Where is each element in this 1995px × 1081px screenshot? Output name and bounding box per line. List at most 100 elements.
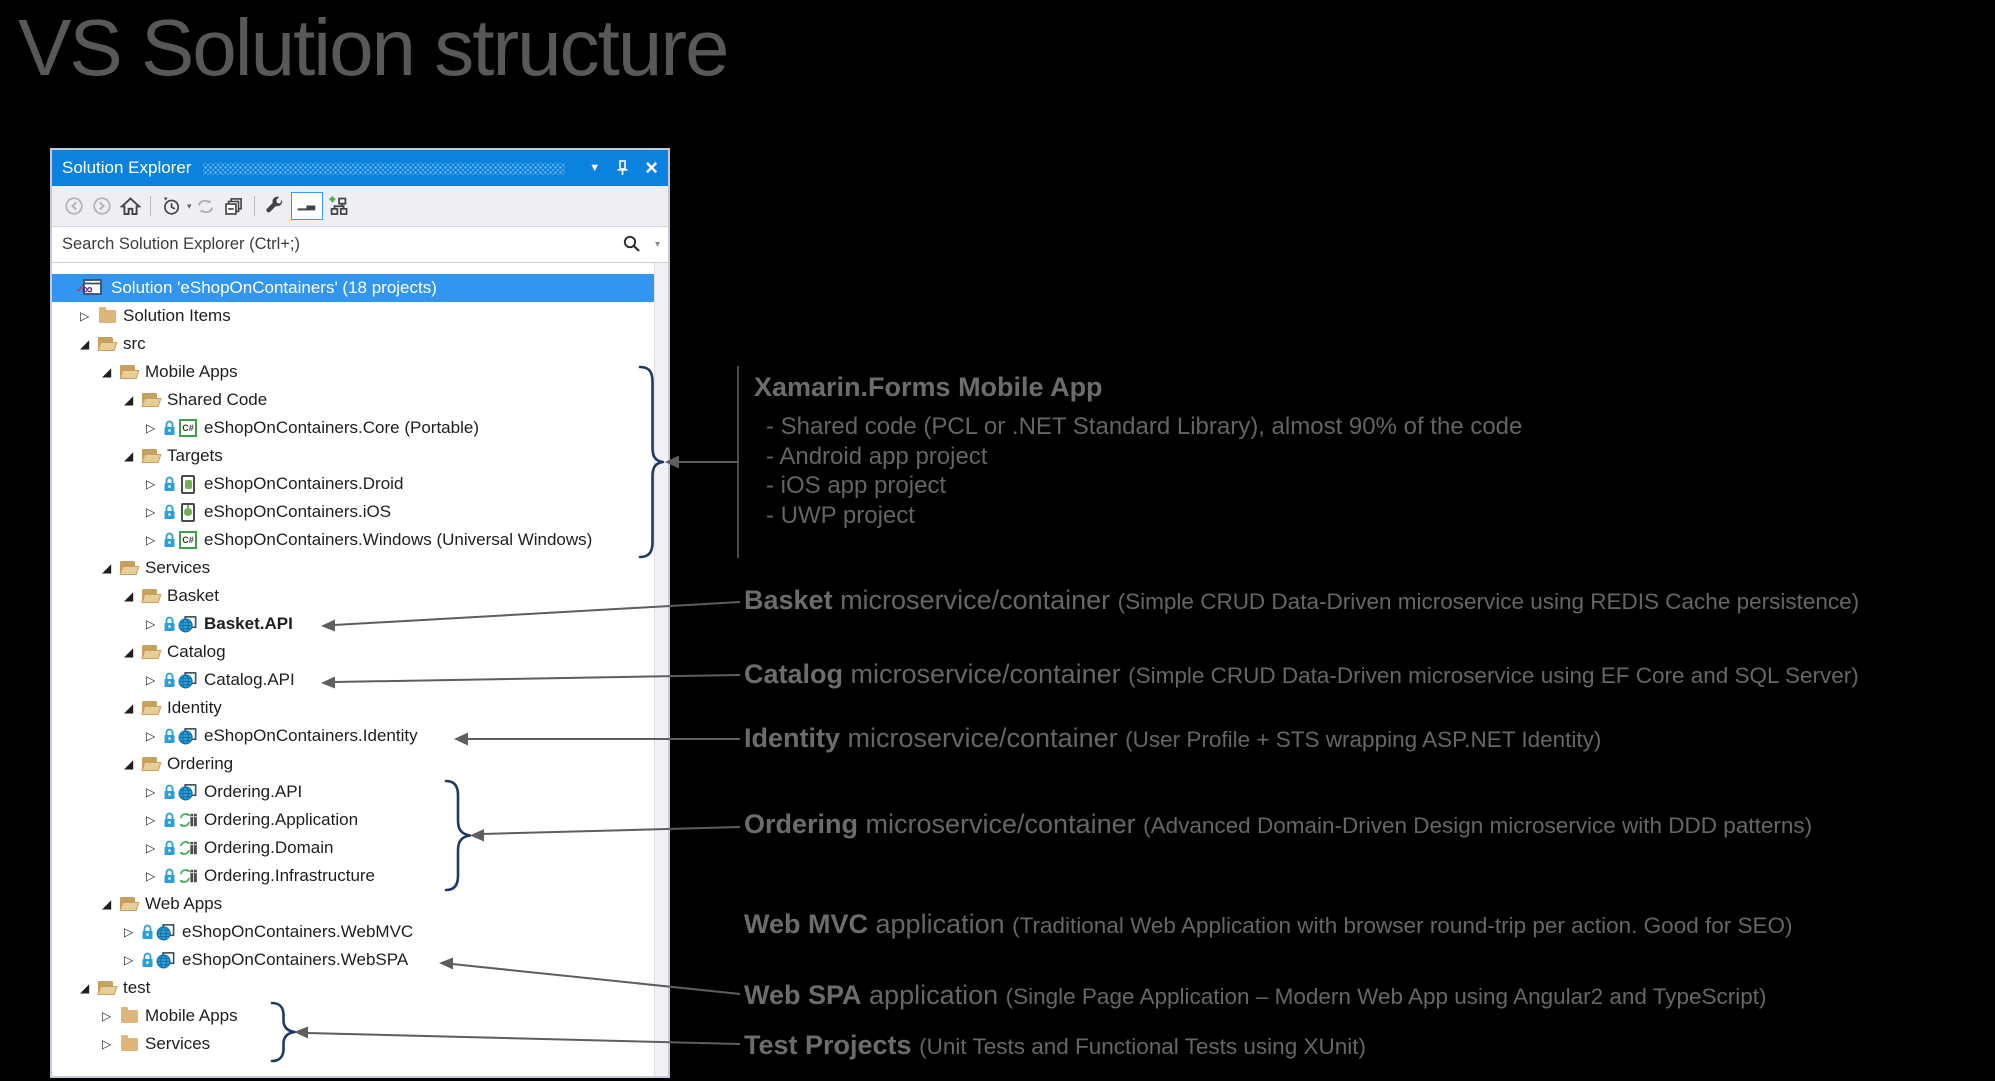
tree-row[interactable]: ▷Mobile Apps bbox=[52, 1002, 668, 1030]
tree-item-label: Catalog bbox=[167, 642, 226, 661]
collapsed-arrow-icon[interactable]: ▷ bbox=[146, 785, 156, 799]
folder-open-icon bbox=[119, 561, 139, 575]
collapsed-arrow-icon[interactable]: ▷ bbox=[146, 617, 156, 631]
forward-button[interactable] bbox=[89, 193, 115, 219]
expanded-arrow-icon[interactable]: ◢ bbox=[124, 589, 134, 603]
folder-open-icon bbox=[141, 645, 161, 659]
collapsed-arrow-icon[interactable]: ▷ bbox=[146, 505, 156, 519]
class-library-project-icon bbox=[178, 810, 198, 830]
tree-row[interactable]: ▷ Catalog.API bbox=[52, 666, 668, 694]
tree-row[interactable]: ◢ Catalog bbox=[52, 638, 668, 666]
tree-row[interactable]: ▷Ordering.Domain bbox=[52, 834, 668, 862]
collapsed-arrow-icon[interactable]: ▷ bbox=[146, 477, 156, 491]
tree-row[interactable]: ◢Web Apps bbox=[52, 890, 668, 918]
collapsed-arrow-icon[interactable]: ▷ bbox=[80, 309, 90, 323]
tree-item-label: Catalog.API bbox=[204, 670, 295, 689]
collapsed-arrow-icon[interactable]: ▷ bbox=[146, 673, 156, 687]
ios-project-icon bbox=[181, 502, 195, 522]
tree-row[interactable]: ◢test bbox=[52, 974, 668, 1002]
annotation-paren: (Unit Tests and Functional Tests using X… bbox=[919, 1034, 1366, 1059]
collapsed-arrow-icon[interactable]: ▷ bbox=[146, 421, 156, 435]
tree-row[interactable]: ▷C#eShopOnContainers.Windows (Universal … bbox=[52, 526, 668, 554]
tree-row[interactable]: ▷ Services bbox=[52, 1030, 668, 1058]
panel-title: Solution Explorer bbox=[62, 158, 192, 177]
tree-row[interactable]: ▷Ordering.Infrastructure bbox=[52, 862, 668, 890]
tree-row[interactable]: ◢ Ordering bbox=[52, 750, 668, 778]
filter-dropdown-icon[interactable]: ▾ bbox=[187, 200, 192, 211]
annotation-bold: Catalog bbox=[744, 659, 844, 689]
window-position-dropdown-icon[interactable]: ▼ bbox=[589, 162, 601, 174]
expanded-arrow-icon[interactable]: ◢ bbox=[102, 897, 112, 911]
expanded-arrow-icon[interactable]: ◢ bbox=[124, 645, 134, 659]
annotation-paren: (Simple CRUD Data-Driven microservice us… bbox=[1128, 663, 1859, 688]
close-icon[interactable]: × bbox=[645, 155, 658, 180]
tree-row[interactable]: ▷Solution Items bbox=[52, 302, 668, 330]
tree-item-label: Ordering bbox=[167, 754, 234, 773]
tree-item-label: eShopOnContainers.Core (Portable) bbox=[204, 418, 479, 437]
expanded-arrow-icon[interactable]: ◢ bbox=[80, 337, 90, 351]
search-icon[interactable] bbox=[622, 234, 642, 259]
pin-icon[interactable] bbox=[614, 159, 631, 177]
solution-explorer-titlebar[interactable]: Solution Explorer ▼ × bbox=[52, 150, 668, 186]
tree-row[interactable]: ▷eShopOnContainers.iOS bbox=[52, 498, 668, 526]
tree-row[interactable]: ▷Ordering.API bbox=[52, 778, 668, 806]
tree-row[interactable]: ◢Mobile Apps bbox=[52, 358, 668, 386]
folder-closed-icon bbox=[120, 1006, 138, 1023]
collapse-all-button[interactable] bbox=[221, 193, 247, 219]
tree-item-label: Services bbox=[145, 1034, 211, 1053]
collapsed-arrow-icon[interactable]: ▷ bbox=[146, 813, 156, 827]
expanded-arrow-icon[interactable]: ◢ bbox=[102, 561, 112, 575]
page-title: VS Solution structure bbox=[18, 3, 729, 92]
annotation-webmvc: Web MVC application (Traditional Web App… bbox=[744, 909, 1792, 940]
tree-row[interactable]: ◢Targets bbox=[52, 442, 668, 470]
collapsed-arrow-icon[interactable]: ▷ bbox=[124, 953, 134, 967]
tree-row[interactable]: ▷ C# eShopOnContainers.Core (Portable) bbox=[52, 414, 668, 442]
tree-row[interactable]: ▷eShopOnContainers.Droid bbox=[52, 470, 668, 498]
preview-selected-items-button[interactable] bbox=[290, 192, 323, 220]
tree-row-solution[interactable]: ∞✓Solution 'eShopOnContainers' (18 proje… bbox=[52, 274, 668, 302]
properties-wrench-button[interactable] bbox=[262, 193, 288, 219]
tree-row[interactable]: ▷Basket.API bbox=[52, 610, 668, 638]
annotation-paren: (Advanced Domain-Driven Design microserv… bbox=[1143, 813, 1813, 838]
tree-row[interactable]: ◢src bbox=[52, 330, 668, 358]
tree-row[interactable]: ◢Identity bbox=[52, 694, 668, 722]
back-button[interactable] bbox=[61, 193, 87, 219]
tree-row[interactable]: ▷eShopOnContainers.WebSPA bbox=[52, 946, 668, 974]
expanded-arrow-icon[interactable]: ◢ bbox=[124, 449, 134, 463]
collapsed-arrow-icon[interactable]: ▷ bbox=[102, 1037, 112, 1051]
collapsed-arrow-icon[interactable]: ▷ bbox=[124, 925, 134, 939]
search-input[interactable]: Search Solution Explorer (Ctrl+;) ▾ bbox=[52, 227, 668, 263]
annotation-mid bbox=[912, 1030, 920, 1060]
web-project-icon bbox=[178, 614, 198, 634]
tree-row[interactable]: ◢ Services bbox=[52, 554, 668, 582]
pending-changes-filter-button[interactable] bbox=[158, 193, 184, 219]
tree-row[interactable]: ▷Ordering.Application bbox=[52, 806, 668, 834]
switch-views-button[interactable] bbox=[326, 193, 352, 219]
expanded-arrow-icon[interactable]: ◢ bbox=[102, 365, 112, 379]
search-dropdown-icon[interactable]: ▾ bbox=[654, 239, 660, 250]
collapsed-arrow-icon[interactable]: ▷ bbox=[146, 533, 156, 547]
tree-row[interactable]: ▷eShopOnContainers.Identity bbox=[52, 722, 668, 750]
lock-icon bbox=[163, 504, 176, 521]
expanded-arrow-icon[interactable]: ◢ bbox=[80, 981, 90, 995]
collapsed-arrow-icon[interactable]: ▷ bbox=[146, 841, 156, 855]
tree-item-label: Services bbox=[145, 558, 211, 577]
collapsed-arrow-icon[interactable]: ▷ bbox=[146, 729, 156, 743]
web-project-icon bbox=[178, 670, 198, 690]
expanded-arrow-icon[interactable]: ◢ bbox=[124, 393, 134, 407]
collapsed-arrow-icon[interactable]: ▷ bbox=[146, 869, 156, 883]
web-project-icon bbox=[156, 950, 176, 970]
sync-with-active-document-button[interactable] bbox=[193, 193, 219, 219]
expanded-arrow-icon[interactable]: ◢ bbox=[124, 701, 134, 715]
vertical-scrollbar[interactable] bbox=[654, 263, 668, 1076]
tree-row[interactable]: ▷ eShopOnContainers.WebMVC bbox=[52, 918, 668, 946]
csharp-project-icon: C# bbox=[179, 419, 197, 437]
tree-item-label: eShopOnContainers.WebMVC bbox=[182, 922, 414, 941]
tree-row[interactable]: ◢Basket bbox=[52, 582, 668, 610]
folder-open-icon bbox=[141, 757, 161, 771]
home-button[interactable] bbox=[117, 193, 143, 219]
annotation-basket: Basket microservice/container (Simple CR… bbox=[744, 585, 1859, 616]
collapsed-arrow-icon[interactable]: ▷ bbox=[102, 1009, 112, 1023]
expanded-arrow-icon[interactable]: ◢ bbox=[124, 757, 134, 771]
tree-row[interactable]: ◢Shared Code bbox=[52, 386, 668, 414]
